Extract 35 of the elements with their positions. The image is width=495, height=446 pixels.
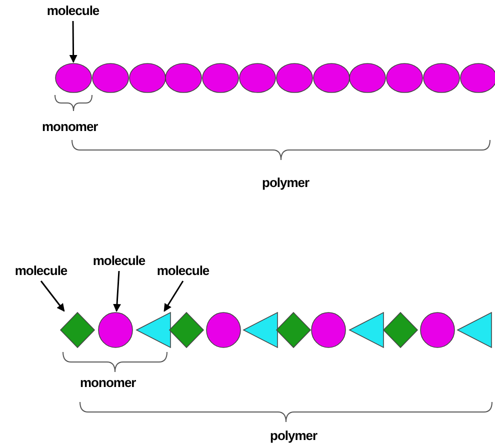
molecule-ellipse [420,312,455,348]
molecule-diamond [169,312,204,348]
molecule-label: molecule [86,253,152,269]
molecule-triangle [243,312,278,348]
molecule-label: molecule [40,3,106,19]
arrow [113,270,121,312]
molecule-label: molecule [150,263,216,279]
molecule-ellipse [128,63,166,93]
bracket-label: polymer [262,175,310,191]
molecule-ellipse [386,63,424,93]
molecule-diamond [383,312,418,348]
molecule-triangle [136,312,171,348]
molecule-ellipse [423,63,460,93]
molecule-ellipse [312,63,350,93]
bracket-label: monomer [42,119,98,135]
molecule-diamond [60,312,95,348]
molecule-ellipse [311,312,346,348]
molecule-triangle [349,312,384,348]
molecule-triangle [457,312,492,348]
molecule-ellipse [98,312,133,348]
molecule-ellipse [55,63,92,93]
molecule-ellipse [92,63,129,93]
molecule-ellipse [276,63,313,93]
arrow [69,21,78,63]
bracket-label: polymer [270,428,318,444]
molecule-label: molecule [8,263,74,279]
molecule-ellipse [165,63,202,93]
arrow [40,280,65,312]
molecule-ellipse [239,63,276,93]
molecule-ellipse [206,312,241,348]
molecule-diamond [276,312,311,348]
bracket-label: monomer [80,375,136,391]
arrow [164,280,184,312]
molecule-ellipse [202,63,240,93]
molecule-ellipse [349,63,386,93]
